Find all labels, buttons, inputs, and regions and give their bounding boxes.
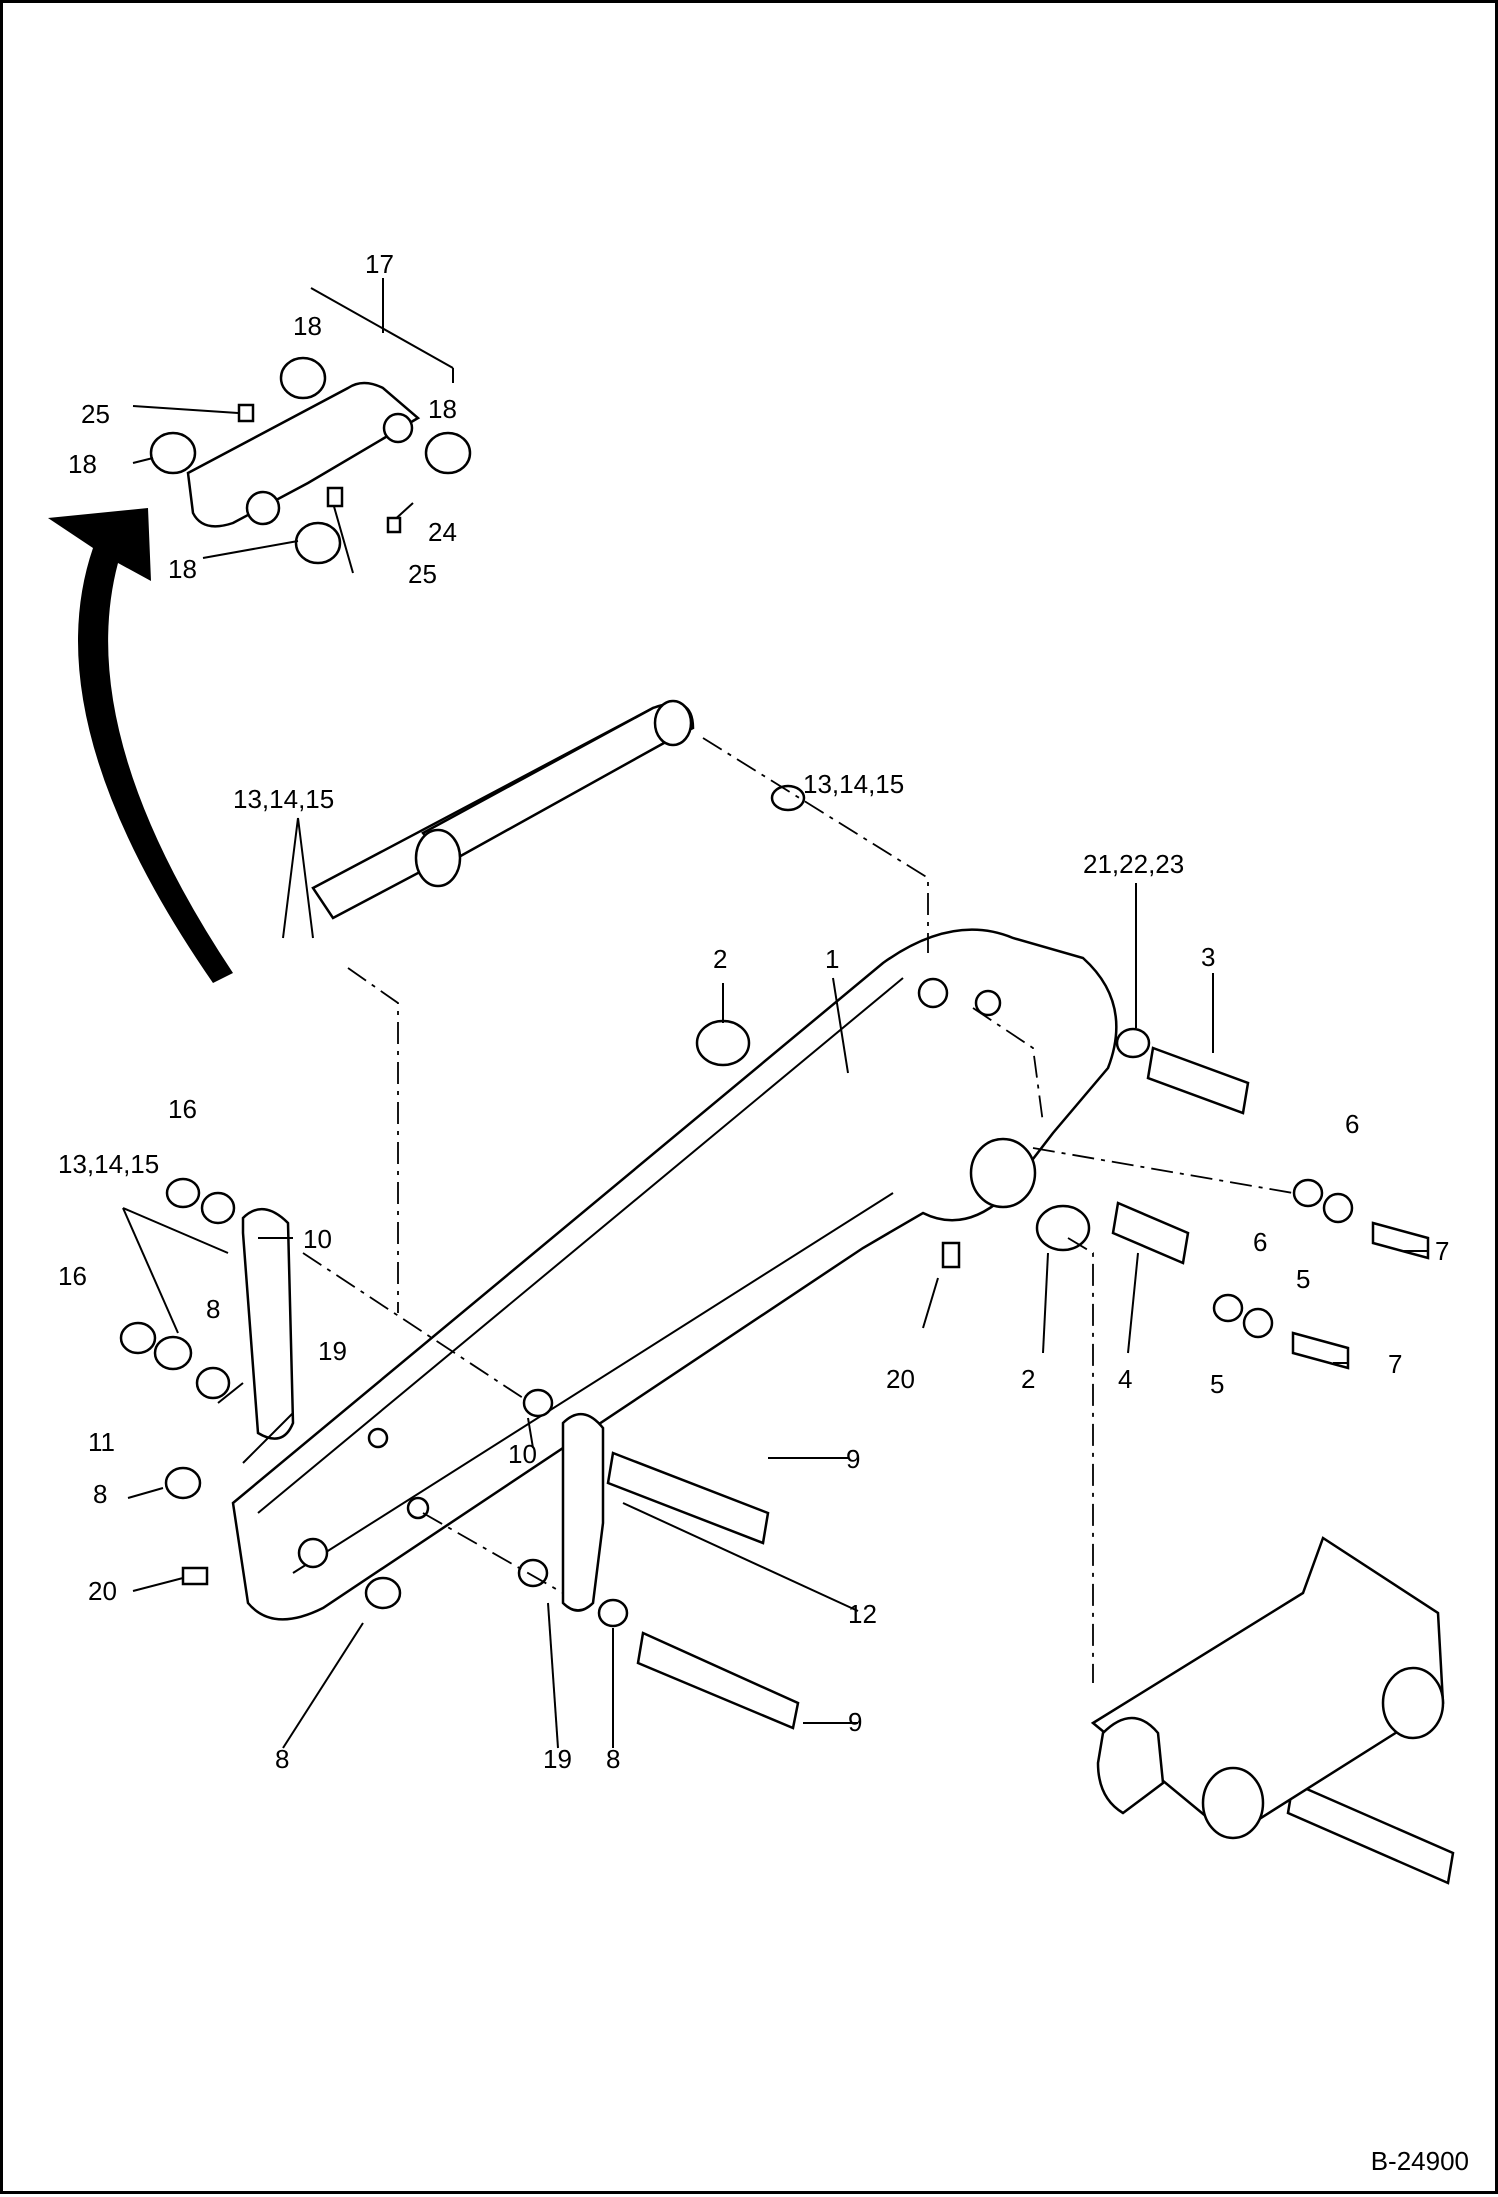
- exploded-parts-diagram: 17 18 18 25 18 24 25 18 13,14,15 13,14,1…: [48, 249, 1455, 1885]
- callout-20: 20: [88, 1576, 117, 1606]
- callout-4: 4: [1118, 1364, 1132, 1394]
- callout-10: 10: [303, 1224, 332, 1254]
- callout-5: 5: [1210, 1369, 1224, 1399]
- callout-25: 25: [81, 399, 110, 429]
- callout-5: 5: [1296, 1264, 1310, 1294]
- curved-arrow: [48, 508, 233, 983]
- leader-lines: [122, 817, 1428, 1749]
- bushings-washers: [119, 784, 1354, 1628]
- callout-12: 12: [848, 1599, 877, 1629]
- callout-9: 9: [846, 1444, 860, 1474]
- callout-18: 18: [293, 311, 322, 341]
- callout-18: 18: [168, 554, 197, 584]
- main-arm: [231, 928, 1118, 1621]
- callout-8: 8: [606, 1744, 620, 1774]
- callout-18: 18: [68, 449, 97, 479]
- callout-13-14-15: 13,14,15: [58, 1149, 159, 1179]
- callout-8: 8: [93, 1479, 107, 1509]
- callout-7: 7: [1435, 1236, 1449, 1266]
- callout-17: 17: [365, 249, 394, 279]
- drawing-reference-code: B-24900: [1370, 2146, 1469, 2176]
- callout-13-14-15: 13,14,15: [233, 784, 334, 814]
- bolts: [181, 1221, 1430, 1586]
- callout-3: 3: [1201, 942, 1215, 972]
- callout-13-14-15: 13,14,15: [803, 769, 904, 799]
- callout-6: 6: [1253, 1227, 1267, 1257]
- cylinder: [311, 699, 695, 920]
- callout-16: 16: [168, 1094, 197, 1124]
- callout-19: 19: [543, 1744, 572, 1774]
- pins: [606, 1046, 1455, 1885]
- callout-20: 20: [886, 1364, 915, 1394]
- callout-8: 8: [275, 1744, 289, 1774]
- centre-lines: [302, 737, 1294, 1683]
- callout-7: 7: [1388, 1349, 1402, 1379]
- callout-25: 25: [408, 559, 437, 589]
- callout-24: 24: [428, 517, 457, 547]
- inset-link-assembly: [132, 278, 472, 574]
- callout-8: 8: [206, 1294, 220, 1324]
- callout-21-22-23: 21,22,23: [1083, 849, 1184, 879]
- callout-10: 10: [508, 1439, 537, 1469]
- callouts: 17 18 18 25 18 24 25 18 13,14,15 13,14,1…: [58, 249, 1449, 1774]
- callout-16: 16: [58, 1261, 87, 1291]
- callout-11: 11: [88, 1427, 115, 1457]
- attachment-bracket: [1090, 1536, 1445, 1840]
- link-12: [561, 1413, 605, 1612]
- link-11: [241, 1208, 295, 1440]
- callout-1: 1: [825, 944, 839, 974]
- callout-6: 6: [1345, 1109, 1359, 1139]
- callout-19: 19: [318, 1336, 347, 1366]
- callout-18: 18: [428, 394, 457, 424]
- callout-2: 2: [1021, 1364, 1035, 1394]
- callout-9: 9: [848, 1707, 862, 1737]
- callout-2: 2: [713, 944, 727, 974]
